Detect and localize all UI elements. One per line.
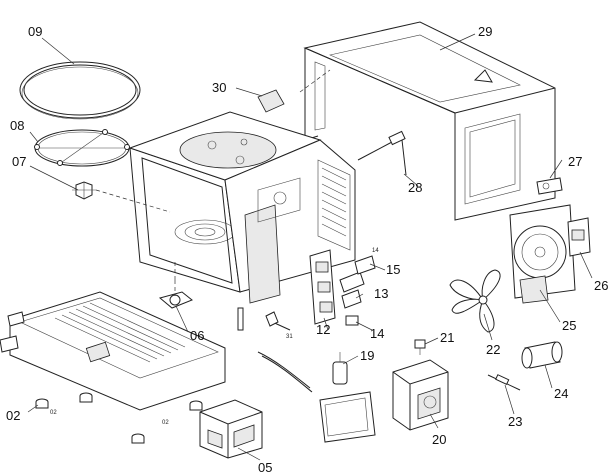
small-mark-02a: 02 xyxy=(50,410,57,416)
assembly-guides xyxy=(95,69,331,280)
label-07: 07 xyxy=(12,154,26,169)
vent-slots xyxy=(321,167,347,237)
label-22: 22 xyxy=(486,342,500,357)
label-plate-part-30 xyxy=(257,89,285,113)
foot-1 xyxy=(35,398,49,409)
bracket-part-26 xyxy=(567,217,591,257)
label-05: 05 xyxy=(258,460,272,475)
label-24: 24 xyxy=(554,386,568,401)
capacitor-part-24 xyxy=(521,341,563,369)
label-14: 14 xyxy=(370,326,384,341)
part-number-labels: 09 08 07 30 29 28 27 26 25 15 13 12 14 1… xyxy=(6,24,608,475)
fan-blade-part-22 xyxy=(449,269,501,333)
feet-part-02 xyxy=(35,392,203,444)
plate-ribs xyxy=(54,302,186,363)
small-mark-14: 14 xyxy=(372,248,379,254)
motor-part-19 xyxy=(319,352,376,443)
small-mark-31: 31 xyxy=(286,334,293,340)
turntable-tray-part-09 xyxy=(19,61,141,120)
foot-4 xyxy=(189,400,203,411)
label-26: 26 xyxy=(594,278,608,293)
magnetron-part-20 xyxy=(392,359,449,431)
label-29: 29 xyxy=(478,24,492,39)
foot-3 xyxy=(131,433,145,444)
label-28: 28 xyxy=(408,180,422,195)
leader-lines xyxy=(27,33,593,461)
label-21: 21 xyxy=(440,330,454,345)
label-15: 15 xyxy=(386,262,400,277)
thermal-cutout-part-21 xyxy=(414,339,426,355)
label-25: 25 xyxy=(562,318,576,333)
interlock-switches-parts-12-15 xyxy=(309,249,376,326)
transformer-part-05 xyxy=(199,399,263,459)
label-08: 08 xyxy=(10,118,24,133)
label-23: 23 xyxy=(508,414,522,429)
outer-cabinet-part-29 xyxy=(303,21,556,221)
label-02: 02 xyxy=(6,408,20,423)
wire-harness-part-31 xyxy=(257,311,313,393)
small-mark-02b: 02 xyxy=(162,420,169,426)
coupler-part-07 xyxy=(72,181,96,200)
bottom-plate xyxy=(0,291,226,411)
fan-bracket-part-25 xyxy=(509,204,576,304)
diode-part-23 xyxy=(487,374,521,391)
turntable-motor-part-06 xyxy=(158,280,193,309)
label-09: 09 xyxy=(28,24,42,39)
label-13: 13 xyxy=(374,286,388,301)
label-30: 30 xyxy=(212,80,226,95)
fuse-holder-part-27 xyxy=(536,177,563,195)
power-cord-part-28 xyxy=(357,130,407,176)
foot-2 xyxy=(79,392,93,403)
label-19: 19 xyxy=(360,348,374,363)
label-06: 06 xyxy=(190,328,204,343)
label-12: 12 xyxy=(316,322,330,337)
small-marks: 02 02 14 31 xyxy=(50,248,379,426)
label-20: 20 xyxy=(432,432,446,447)
roller-ring-part-08 xyxy=(34,129,130,167)
label-27: 27 xyxy=(568,154,582,169)
